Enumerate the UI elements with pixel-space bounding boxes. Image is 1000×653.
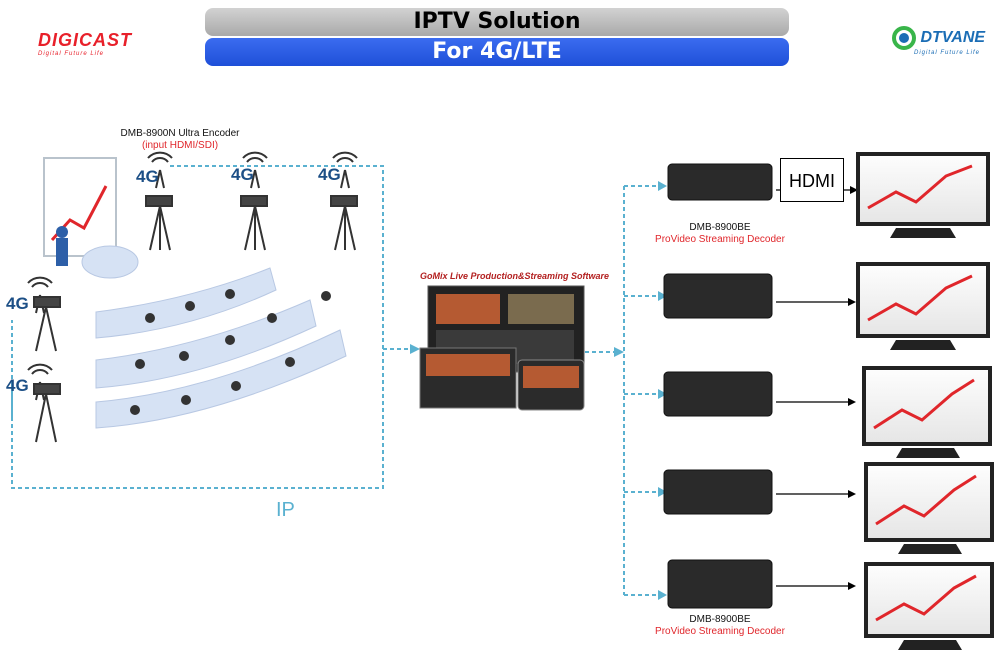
decoder-name-bottom: DMB-8900BE [689, 614, 751, 625]
camera-units [27, 151, 358, 443]
arrow-to-decoders [614, 347, 624, 357]
decoder-desc-bottom: ProVideo Streaming Decoder [655, 626, 785, 637]
4g-badge: 4G [231, 165, 254, 184]
4g-badge: 4G [136, 167, 159, 186]
ip-network-loop [11, 165, 617, 489]
decoder-name-top: DMB-8900BE [689, 222, 751, 233]
decoder-desc-top: ProVideo Streaming Decoder [655, 234, 785, 245]
audience-people [130, 289, 331, 415]
hdmi-label: HDMI [780, 158, 844, 202]
tv-monitors [856, 152, 994, 650]
arrow-to-software [410, 344, 420, 354]
dtvane-swirl-icon [892, 26, 916, 50]
subtitle-bar: For 4G/LTE [205, 38, 789, 66]
presentation-board [43, 157, 117, 266]
digicast-logo: DIGICAST Digital Future Life [38, 30, 133, 57]
decoder-boxes [663, 163, 773, 609]
gomix-software-screens [419, 285, 585, 411]
4g-badge: 4G [6, 376, 29, 395]
4g-badge: 4G [318, 165, 341, 184]
audience-rows [81, 245, 347, 429]
encoder-name: DMB-8900N Ultra Encoder [120, 128, 240, 139]
dtvane-logo: DTVANE Digital Future Life [892, 26, 985, 56]
ip-label: IP [276, 499, 295, 521]
title-bar: IPTV Solution [205, 8, 789, 36]
decoder-to-monitor-arrows [776, 189, 850, 587]
gomix-label: GoMix Live Production&Streaming Software [420, 271, 610, 281]
4g-badge: 4G [6, 294, 29, 313]
encoder-note: (input HDMI/SDI) [141, 140, 219, 151]
decoder-distribution-bus [623, 185, 660, 596]
